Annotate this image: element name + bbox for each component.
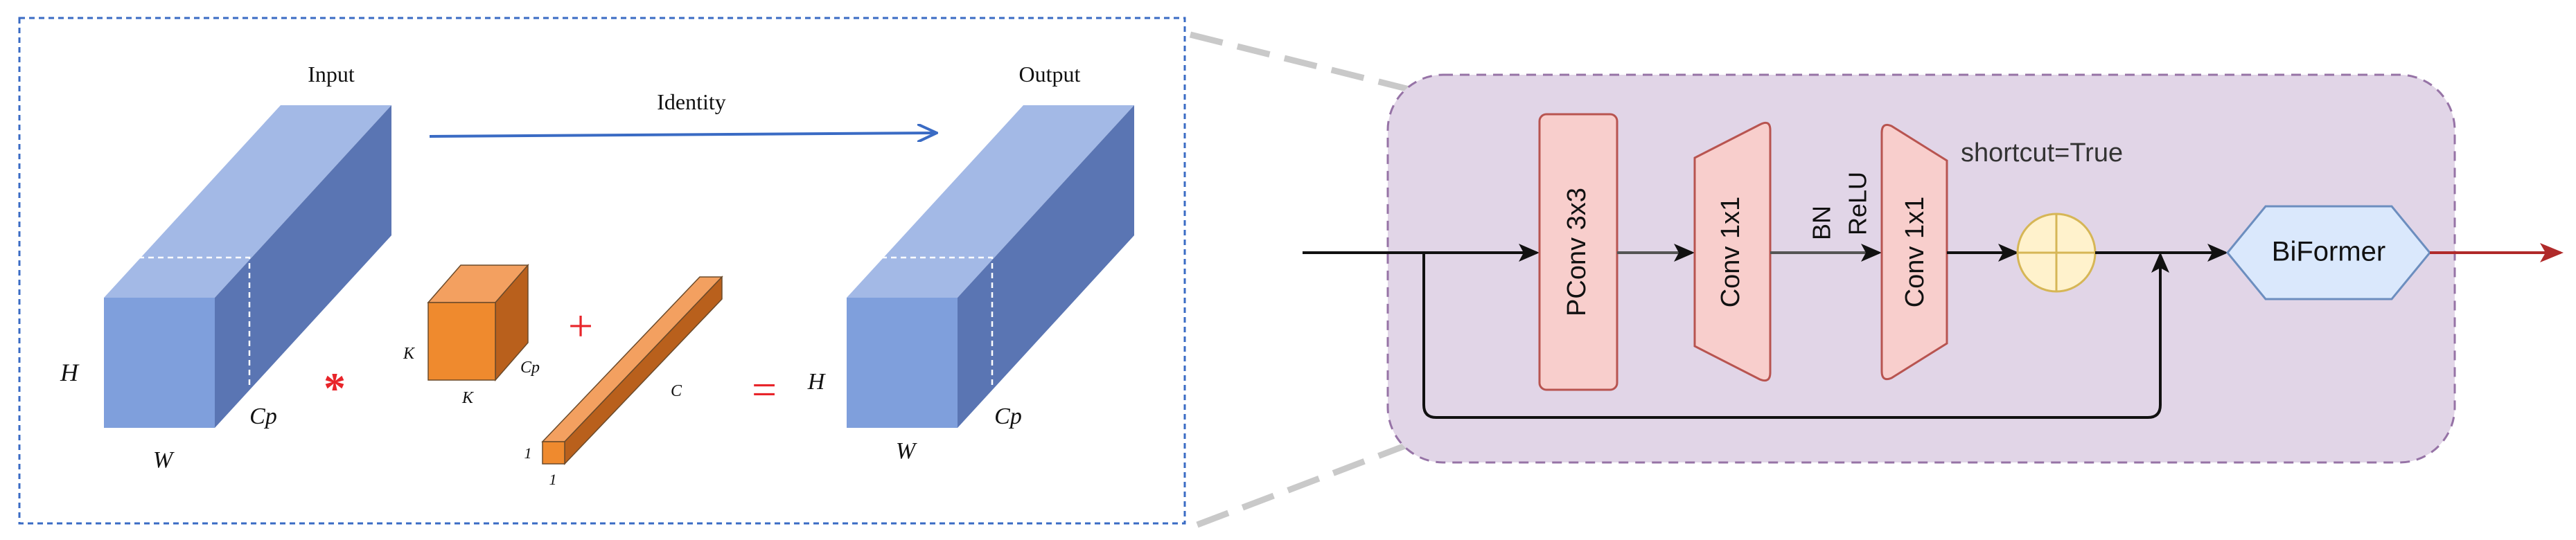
pointwise-one-bottom-label: 1 xyxy=(549,471,557,488)
input-cp-label: Cp xyxy=(249,404,277,429)
kernel-cube xyxy=(427,263,529,382)
input-tensor-top xyxy=(104,105,391,298)
kernel-k-bottom-label: K xyxy=(461,389,475,407)
plus-symbol: + xyxy=(568,301,593,350)
output-tensor-side xyxy=(958,105,1134,428)
input-tensor-front xyxy=(104,298,215,428)
identity-arrow xyxy=(429,133,935,136)
identity-label: Identity xyxy=(657,89,726,114)
output-tensor-hidden-edges xyxy=(881,256,994,388)
pointwise-one-left-label: 1 xyxy=(524,444,532,462)
pconv-label: PConv 3x3 xyxy=(1562,188,1591,316)
output-cp-label: Cp xyxy=(994,404,1022,429)
output-tensor-front xyxy=(847,298,958,428)
pointwise-c-label: C xyxy=(671,382,682,400)
output-label: Output xyxy=(1019,62,1081,87)
input-h-label: H xyxy=(60,359,80,386)
sum-node xyxy=(2016,213,2097,293)
output-tensor xyxy=(847,105,1134,428)
conv2-label: Conv 1x1 xyxy=(1900,197,1930,308)
convolution-symbol: * xyxy=(324,363,346,413)
input-tensor xyxy=(104,105,391,428)
residual-skip-path xyxy=(1422,252,2169,419)
input-tensor-hidden-edges xyxy=(139,256,251,388)
conv1-label: Conv 1x1 xyxy=(1716,197,1745,308)
output-w-label: W xyxy=(896,438,917,464)
bn-label: BN xyxy=(1808,206,1836,240)
conv2-block xyxy=(1880,123,1948,381)
input-tensor-side xyxy=(215,105,391,428)
equals-symbol: = xyxy=(752,365,777,414)
input-w-label: W xyxy=(153,447,175,473)
input-label: Input xyxy=(308,62,355,87)
kernel-cube-front xyxy=(427,302,496,381)
output-tensor-top xyxy=(847,105,1134,298)
kernel-k-side-label: K xyxy=(403,345,416,363)
left-panel-frame xyxy=(18,17,1186,525)
pointwise-kernel-bar xyxy=(541,276,723,465)
kernel-cp-label: Cp xyxy=(520,359,540,377)
pointwise-bar-front xyxy=(542,441,565,465)
shortcut-label: shortcut=True xyxy=(1961,138,2123,168)
relu-label: ReLU xyxy=(1844,172,1872,235)
conv1-block xyxy=(1693,121,1772,382)
output-h-label: H xyxy=(807,369,827,395)
biformer-label: BiFormer xyxy=(2272,237,2385,267)
